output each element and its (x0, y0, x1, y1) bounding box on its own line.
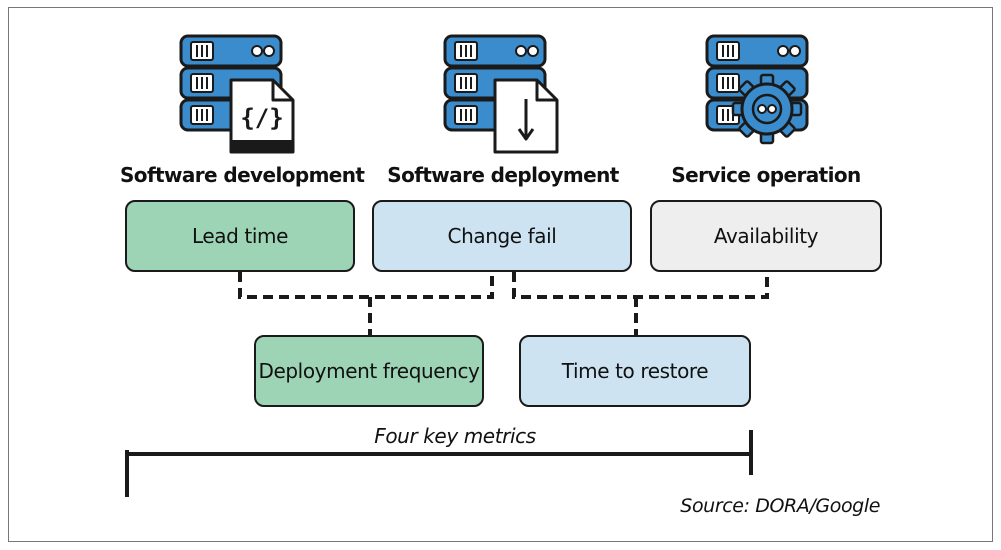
metric-lead-time: Lead time (125, 200, 355, 272)
server-gear-icon (705, 34, 809, 145)
source-caption: Source: DORA/Google (680, 495, 880, 517)
metric-deployment-frequency: Deployment frequency (254, 335, 484, 407)
metric-availability: Availability (650, 200, 882, 272)
column-title-development: Software development (120, 163, 365, 187)
server-code-icon: {/} (179, 34, 295, 154)
metric-time-to-restore: Time to restore (519, 335, 751, 407)
metric-change-fail: Change fail (372, 200, 632, 272)
column-title-deployment: Software deployment (387, 163, 619, 187)
figure-frame (8, 7, 993, 542)
server-download-icon (443, 34, 559, 154)
scale-label: Four key metrics (374, 424, 536, 448)
column-title-operation: Service operation (671, 163, 861, 187)
svg-text:{/}: {/} (240, 104, 283, 132)
